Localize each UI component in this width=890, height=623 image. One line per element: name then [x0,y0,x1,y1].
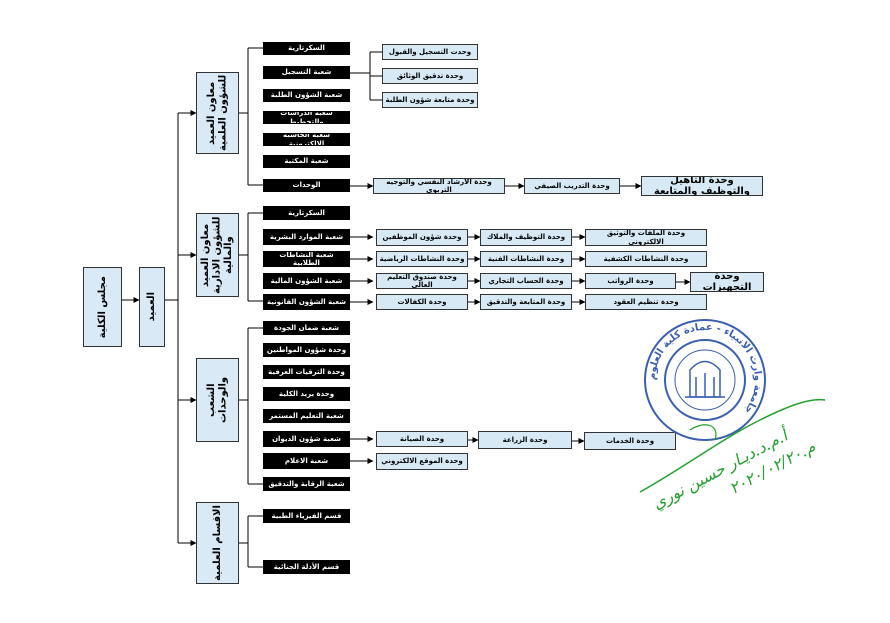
section-item: وحدة شؤون المواطنين [263,343,350,357]
admin-item: شعبة الشؤون المالية [263,273,350,289]
hr-chain-item: وحدة شؤون الموظفين [376,229,468,246]
registration-unit: وحدت التسجيل والقبول [382,44,478,60]
hr-chain-item: وحدة الملفات والتوثيق الالكتروني [585,229,707,246]
sci-assistant-box: معاون العميد للشؤون العلمية [196,72,239,154]
legal-chain-item: وحدة الكفالات [376,294,468,310]
section-item: شعبة شؤون الديوان [263,431,350,447]
admin-assistant-box: معاون العميد للشؤون الادارية والمالية [196,213,239,297]
diwan-chain-item: وحدة الخدمات [584,432,676,450]
legal-chain-item: وحدة تنظيم العقود [585,294,707,310]
activities-chain-item: وحدة النشاطات الرياضية [376,251,468,267]
departments-box: الاقسام العلمية [196,502,239,584]
sci-item: السكرتارية [263,42,350,55]
section-item: شعبة الرقابة والتدقيق [263,477,350,491]
registration-unit: وحدة متابعة شؤون الطلبة [382,92,478,108]
admin-item: شعبة الموارد البشرية [263,229,350,245]
finance-chain-item: وحدة صندوق التعليم العالي [376,273,468,289]
diwan-chain-item: وحدة الصيانة [376,431,468,447]
admin-item: السكرتارية [263,206,350,220]
activities-chain-item: وحدة النشاطات الفنية [480,251,572,267]
sci-item: شعبة الشؤون الطلبة [263,89,350,102]
activities-chain-item: وحدة النشاطات الكشفية [585,251,707,267]
units-chain-item: وحدة التأهيل والتوظيف والمتابعة [641,176,763,196]
legal-chain-item: وحدة المتابعة والتدقيق [480,294,572,310]
diwan-chain-item: وحدة الزراعة [478,431,572,449]
council-box: مجلس الكلية [83,267,122,347]
sci-item: الوحدات [263,179,350,192]
hr-chain-item: وحدة التوظيف والملاك [480,229,572,246]
dean-box: العميد [139,267,165,347]
units-chain-item: وحدة الارشاد النفسي والتوجيه التربوي [373,178,505,194]
sci-item: شعبة التسجيل [263,66,350,79]
sci-item: شعبة الدراسات والتخطيط [263,111,350,124]
section-item: شعبة الاعلام [263,453,350,469]
dept-item: قسم الفيزياء الطبية [263,509,350,523]
units-chain-item: وحدة التدريب الصيفي [524,178,620,194]
media-chain-item: وحدة الموقع الالكتروني [376,453,468,470]
admin-item: شعبة الشؤون القانونية [263,294,350,310]
seal-stamp: جامعة وارث الانبياء - عمادة كلية العلوم [644,319,766,441]
finance-chain-item: وحدة التجهيزات [690,272,764,292]
admin-item: شعبة النشاطات الطلابية [263,251,350,267]
finance-chain-item: وحدة الحساب التجاري [480,273,572,289]
registration-unit: وحدة تدقيق الوثائق [382,68,478,84]
section-item: شعبة التعليم المستمر [263,409,350,423]
sections-box: الشعب والوحدات [196,358,239,442]
sci-item: شعبة الحاسبة الالكترونية [263,133,350,146]
sci-item: شعبة المكتبة [263,155,350,168]
finance-chain-item: وحدة الرواتب [585,273,676,289]
section-item: وحدة الترقيات العرفية [263,365,350,379]
dept-item: قسم الأدلة الجنائية [263,560,350,574]
section-item: شعبة ضمان الجودة [263,321,350,335]
section-item: وحدة بريد الكلية [263,387,350,401]
